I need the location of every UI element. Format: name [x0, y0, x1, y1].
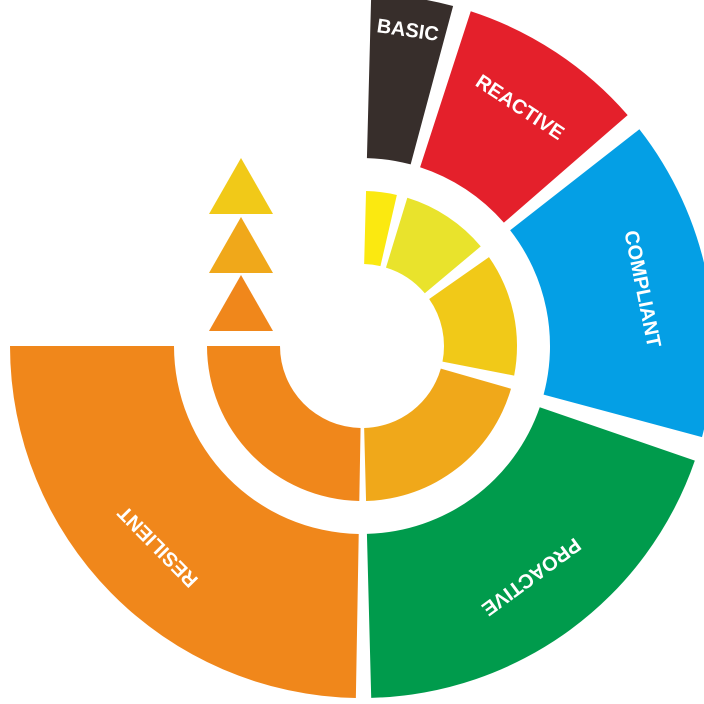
- outer-segment-resilient: [10, 346, 359, 698]
- up-arrow-triangle-icon: [209, 217, 273, 273]
- inner-segment-4: [364, 368, 511, 501]
- outer-segment-basic: [366, 0, 454, 165]
- inner-segment-5: [207, 346, 361, 501]
- outer-segment-reactive: [420, 11, 628, 223]
- up-arrow-triangle-icon: [209, 158, 273, 214]
- inner-segment-2: [385, 197, 481, 294]
- inner-segment-1: [364, 191, 397, 267]
- outer-segment-compliant: [510, 129, 704, 438]
- up-arrow-triangle-icon: [209, 275, 273, 331]
- inner-segment-3: [429, 257, 517, 376]
- outer-segment-proactive: [366, 407, 695, 698]
